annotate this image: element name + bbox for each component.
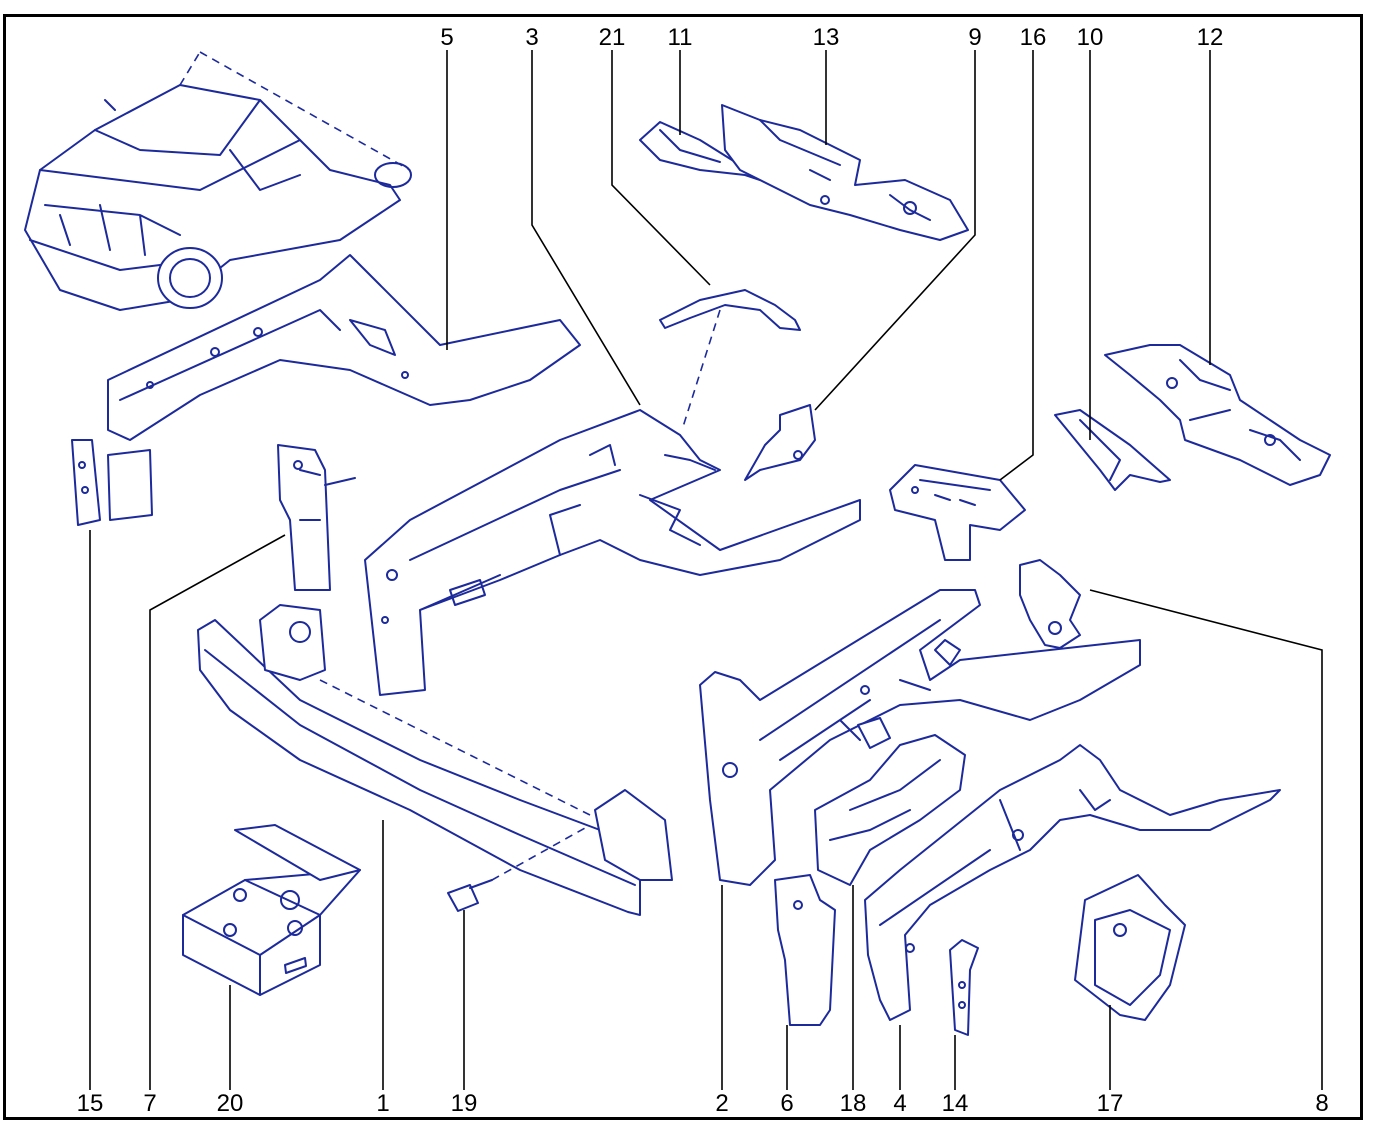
callout-4: 4	[893, 1090, 907, 1117]
part-17-panel	[1074, 874, 1186, 1021]
part-10-bracket	[1054, 409, 1171, 491]
part-19-bolt	[447, 827, 586, 912]
callout-21: 21	[598, 24, 626, 51]
part-20-fastener-kit-box	[182, 824, 361, 996]
leader-lines	[89, 50, 1323, 1090]
callout-6: 6	[780, 1090, 794, 1117]
callout-2: 2	[715, 1090, 729, 1117]
callout-20: 20	[216, 1090, 244, 1117]
part-6-bracket	[774, 874, 836, 1026]
part-12-reinforcement	[1104, 344, 1331, 486]
callout-16: 16	[1019, 24, 1047, 51]
callout-3: 3	[525, 24, 539, 51]
callout-7: 7	[143, 1090, 157, 1117]
part-5-left-side-member	[107, 254, 581, 441]
part-1-bumper-crossmember	[197, 604, 673, 916]
callout-11: 11	[667, 24, 693, 51]
part-4-side-member-right	[864, 744, 1281, 1021]
callout-10: 10	[1076, 24, 1104, 51]
callout-1: 1	[376, 1090, 390, 1117]
part-13-reinforcement	[721, 104, 969, 241]
part-7-bracket	[277, 444, 356, 591]
callout-14: 14	[941, 1090, 969, 1117]
callout-18: 18	[839, 1090, 867, 1117]
part-8-bracket	[1019, 559, 1081, 649]
callout-8: 8	[1315, 1090, 1329, 1117]
car-overview-illustration	[24, 51, 412, 311]
callout-17: 17	[1096, 1090, 1124, 1117]
part-15-bracket	[71, 439, 153, 526]
part-9-bracket	[744, 404, 816, 481]
part-14-bracket	[949, 939, 979, 1036]
callout-19: 19	[450, 1090, 478, 1117]
part-16-bracket	[889, 464, 1026, 561]
callout-5: 5	[440, 24, 454, 51]
callout-13: 13	[812, 24, 840, 51]
part-3-front-side-member	[364, 409, 861, 696]
callout-9: 9	[968, 24, 982, 51]
callout-12: 12	[1196, 24, 1224, 51]
callout-15: 15	[76, 1090, 104, 1117]
part-21-bracket	[659, 289, 801, 431]
part-18-reinforcement	[814, 717, 966, 886]
part-2-front-side-member-right	[699, 589, 1141, 886]
